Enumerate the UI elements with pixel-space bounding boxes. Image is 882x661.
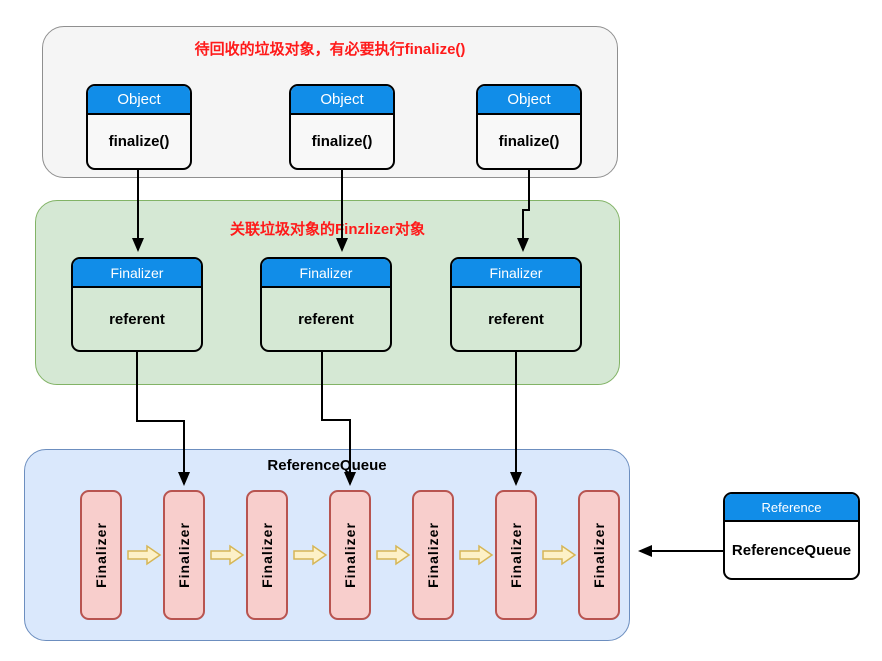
queue-item-label: Finalizer xyxy=(93,522,110,588)
finalizer-section-title: 关联垃圾对象的Finzlizer对象 xyxy=(229,221,425,238)
queue-item-label: Finalizer xyxy=(176,522,193,588)
object-node: Object finalize() xyxy=(476,84,582,170)
finalizer-node: Finalizer referent xyxy=(71,257,203,352)
queue-item: Finalizer xyxy=(329,490,371,620)
queue-item-label: Finalizer xyxy=(425,522,442,588)
queue-item-label: Finalizer xyxy=(591,522,608,588)
queue-item-label: Finalizer xyxy=(259,522,276,588)
finalizer-node-body: referent xyxy=(488,310,544,328)
object-node-header: Object xyxy=(88,86,190,115)
queue-item-label: Finalizer xyxy=(342,522,359,588)
finalizer-node-body: referent xyxy=(109,310,165,328)
finalizer-node: Finalizer referent xyxy=(260,257,392,352)
reference-node-body: ReferenceQueue xyxy=(731,541,852,559)
queue-item: Finalizer xyxy=(578,490,620,620)
object-node-body: finalize() xyxy=(311,133,373,150)
object-node: Object finalize() xyxy=(289,84,395,170)
queue-item: Finalizer xyxy=(412,490,454,620)
queue-section-title: ReferenceQueue xyxy=(267,457,387,474)
object-node-header: Object xyxy=(291,86,393,115)
queue-item: Finalizer xyxy=(163,490,205,620)
finalizer-node-header: Finalizer xyxy=(262,259,390,288)
reference-node: Reference ReferenceQueue xyxy=(723,492,860,580)
finalizer-node: Finalizer referent xyxy=(450,257,582,352)
object-node: Object finalize() xyxy=(86,84,192,170)
object-node-header: Object xyxy=(478,86,580,115)
garbage-section-title: 待回收的垃圾对象，有必要执行finalize() xyxy=(194,41,466,58)
queue-item: Finalizer xyxy=(80,490,122,620)
object-node-body: finalize() xyxy=(108,133,170,150)
finalizer-node-header: Finalizer xyxy=(452,259,580,288)
reference-node-header: Reference xyxy=(725,494,858,522)
queue-item-label: Finalizer xyxy=(508,522,525,588)
finalizer-node-body: referent xyxy=(298,310,354,328)
finalizer-node-header: Finalizer xyxy=(73,259,201,288)
object-node-body: finalize() xyxy=(498,133,560,150)
queue-item: Finalizer xyxy=(246,490,288,620)
queue-item: Finalizer xyxy=(495,490,537,620)
